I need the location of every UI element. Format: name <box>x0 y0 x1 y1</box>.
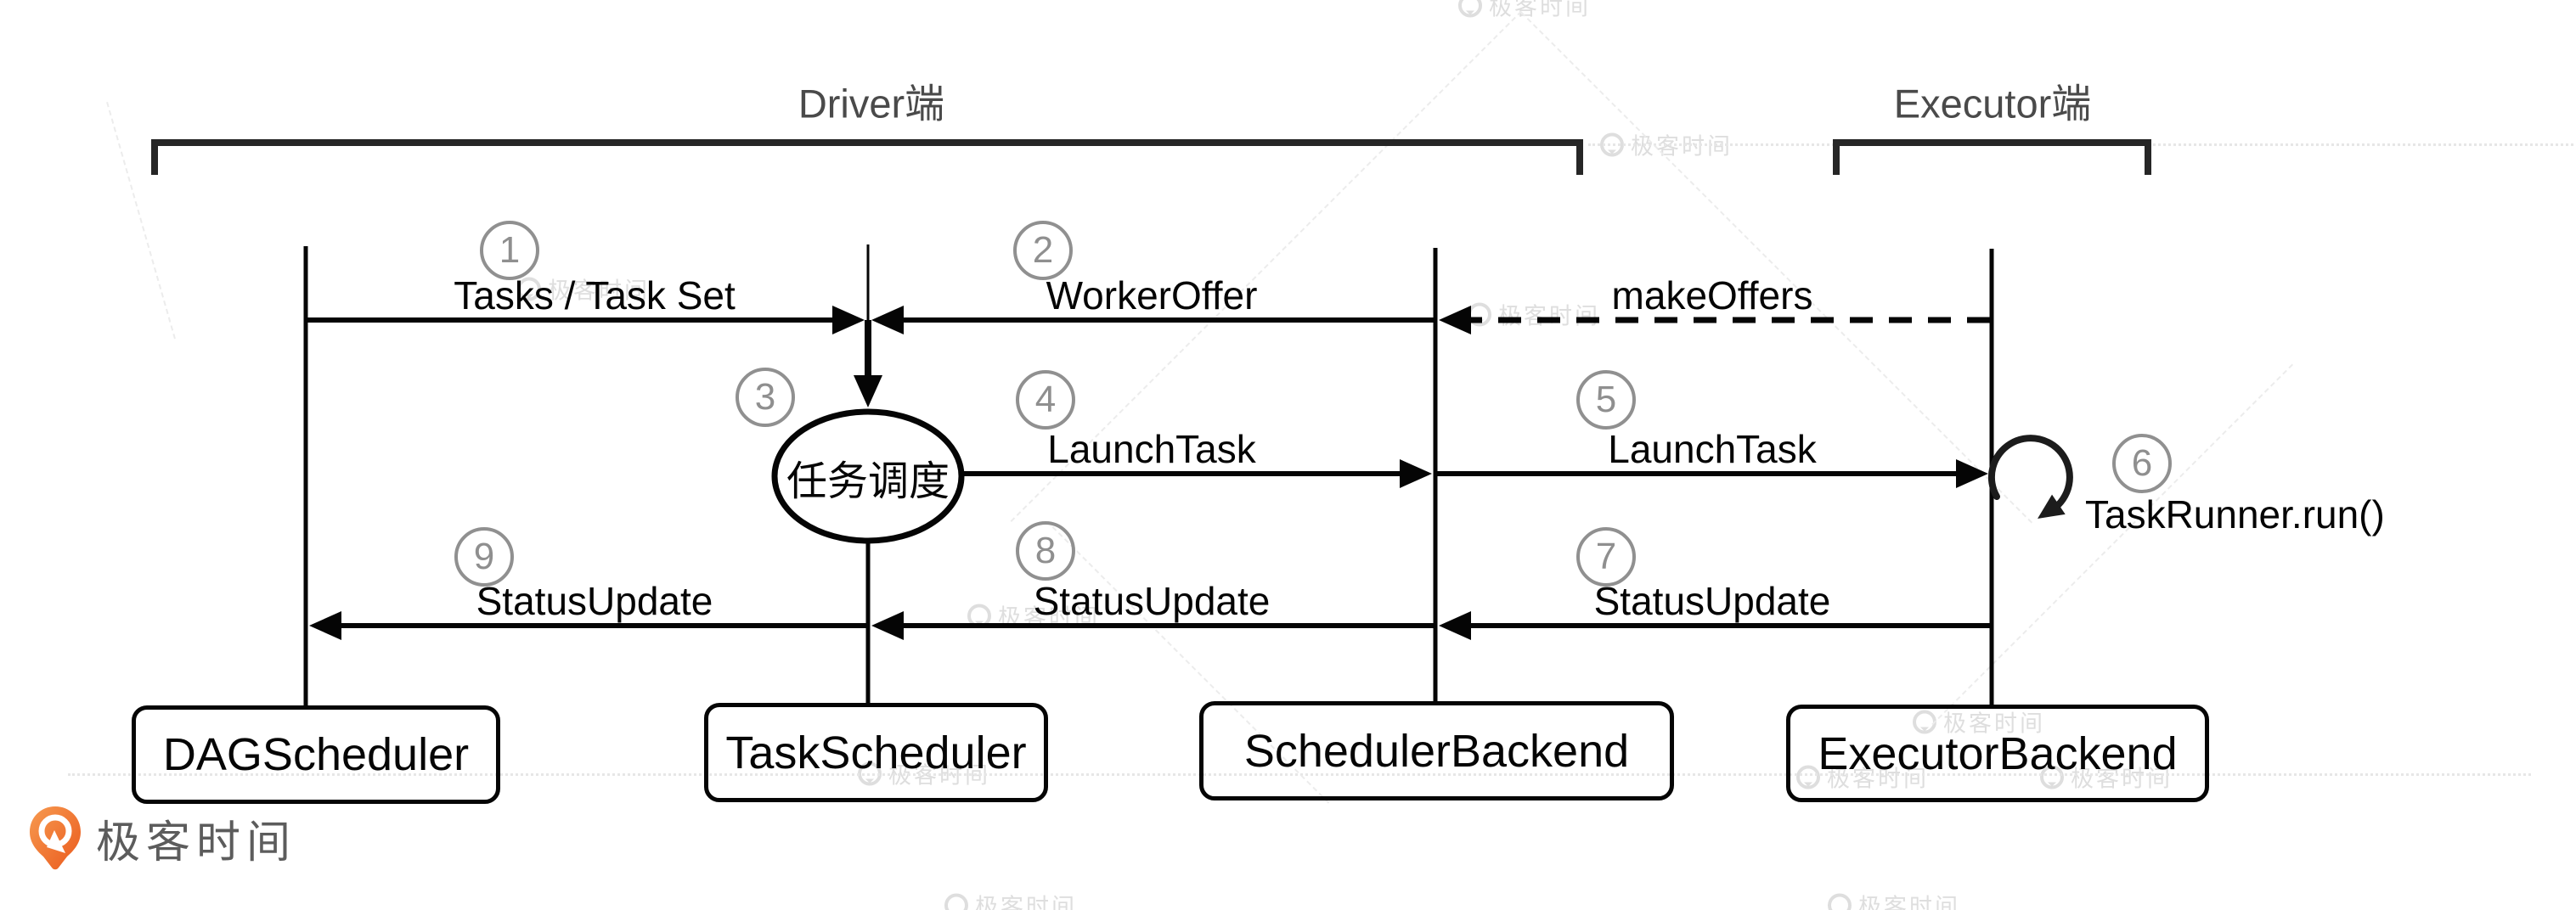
watermark: 极客时间 <box>1913 705 2045 739</box>
tasks-taskset-label: Tasks / Task Set <box>454 273 736 317</box>
geektime-pin-icon <box>1796 765 1820 789</box>
watermark: 极客时间 <box>1828 889 1960 910</box>
arrow-launch-task-5 <box>1437 459 1988 488</box>
driver-bracket <box>151 139 1583 175</box>
executor-bracket <box>1833 139 2151 175</box>
make-offers-label: makeOffers <box>1611 273 1813 317</box>
task-runner-run-label: TaskRunner.run() <box>2085 492 2385 536</box>
arrow-status-update-9 <box>309 611 868 640</box>
geektime-pin-icon <box>1828 893 1852 910</box>
arrow-make-offers-dashed <box>1439 306 1990 334</box>
step-circle-2: 2 <box>1013 221 1073 280</box>
step-circle-3: 3 <box>736 368 795 427</box>
geektime-pin-icon <box>1458 0 1482 17</box>
worker-offer-label: WorkerOffer <box>1046 273 1258 317</box>
watermark: 极客时间 <box>517 272 650 306</box>
arrow-status-update-8 <box>871 611 1435 640</box>
step-number: 2 <box>1032 229 1054 271</box>
task-scheduling-label: 任务调度 <box>786 459 950 504</box>
arrow-to-scheduling <box>854 320 882 407</box>
step-circle-6: 6 <box>2112 434 2172 493</box>
geektime-pin-icon <box>944 893 968 910</box>
scheduler-backend-label: SchedulerBackend <box>1243 725 1630 777</box>
status-update-label-7: StatusUpdate <box>1593 579 1831 623</box>
geektime-pin-icon <box>2040 765 2064 789</box>
step-circle-1: 1 <box>480 221 539 280</box>
arrow-worker-offer <box>871 306 1434 334</box>
step-number: 7 <box>1595 536 1617 577</box>
scheduler-backend-box: SchedulerBackend <box>1199 701 1674 800</box>
dag-scheduler-label: DAGScheduler <box>162 729 470 780</box>
geektime-logo: 极客时间 <box>28 805 296 871</box>
driver-side-label: Driver端 <box>798 81 945 126</box>
step-circle-4: 4 <box>1016 370 1075 430</box>
dag-scheduler-box: DAGScheduler <box>132 705 500 804</box>
self-loop-icon <box>1987 435 2073 529</box>
step-number: 3 <box>754 376 776 418</box>
step-number: 8 <box>1034 530 1057 571</box>
step-circle-5: 5 <box>1576 370 1636 430</box>
step-number: 5 <box>1595 379 1617 420</box>
launch-task-label-4: LaunchTask <box>1047 427 1256 471</box>
geektime-pin-icon <box>517 277 541 301</box>
step-circle-9: 9 <box>454 527 514 587</box>
step-circle-8: 8 <box>1016 521 1075 581</box>
arrow-tasks-taskset <box>307 306 865 334</box>
watermark: 极客时间 <box>1458 0 1591 22</box>
watermark: 极客时间 <box>1796 761 1929 794</box>
executor-side-label: Executor端 <box>1893 81 2092 126</box>
arrow-status-update-7 <box>1439 611 1992 640</box>
watermark-dotted-line <box>68 773 2531 776</box>
launch-task-label-5: LaunchTask <box>1608 427 1817 471</box>
step-number: 1 <box>499 229 521 271</box>
geektime-logo-text: 极客时间 <box>96 817 297 868</box>
step-number: 6 <box>2131 442 2153 484</box>
step-circle-7: 7 <box>1576 527 1636 587</box>
geektime-logo-icon <box>30 806 81 870</box>
executor-backend-label: ExecutorBackend <box>1818 727 2178 779</box>
task-scheduler-box: TaskScheduler <box>704 703 1048 802</box>
status-update-label-9: StatusUpdate <box>476 579 713 623</box>
arrow-launch-task-4 <box>961 459 1432 488</box>
watermark: 极客时间 <box>1600 128 1733 161</box>
executor-backend-box: ExecutorBackend <box>1786 705 2209 802</box>
watermark: 极客时间 <box>2040 761 2173 794</box>
step-number: 9 <box>473 536 495 577</box>
status-update-label-8: StatusUpdate <box>1033 579 1271 623</box>
watermark: 极客时间 <box>944 889 1077 910</box>
task-scheduler-label: TaskScheduler <box>725 727 1027 778</box>
step-number: 4 <box>1034 379 1057 420</box>
geektime-pin-icon <box>1913 710 1936 733</box>
